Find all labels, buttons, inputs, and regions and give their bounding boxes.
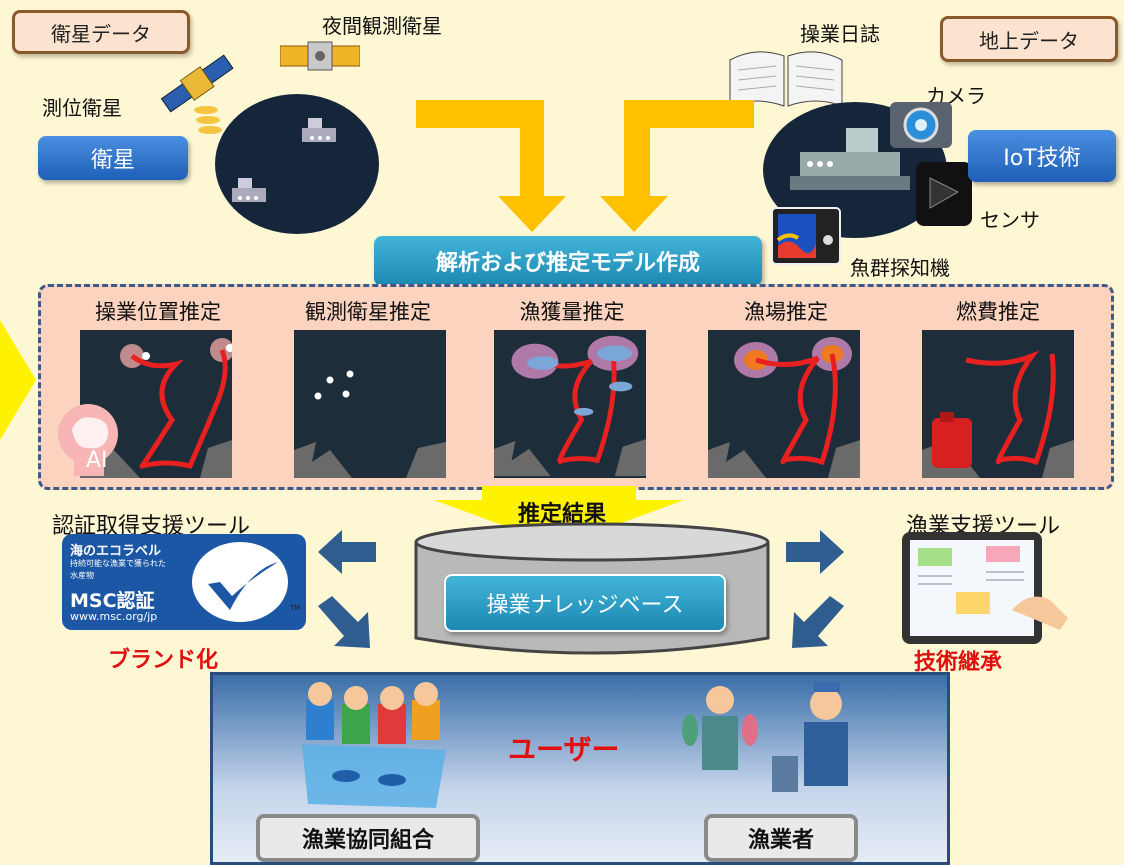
data-flow-arrows [416,100,754,232]
fishermen-illustration [682,682,848,792]
fisherman-button[interactable]: 漁業者 [704,814,858,862]
camera-icon [890,102,952,148]
night-view-image [215,94,379,234]
estimate-title-catch: 漁獲量推定 [519,300,625,324]
positioning-satellite-label: 測位衛星 [42,96,122,120]
analysis-button[interactable]: 解析および推定モデル作成 [374,236,762,286]
fish-finder-label: 魚群探知機 [850,256,950,280]
branding-label: ブランド化 [108,648,219,673]
satellite-estimate-panel [294,330,446,478]
estimate-title-fuel: 燃費推定 [956,300,1040,324]
coop-button[interactable]: 漁業協同組合 [256,814,480,862]
fuel-estimate-panel [922,330,1074,478]
knowledge-base-button[interactable]: 操業ナレッジベース [444,574,726,632]
msc-logo: 海のエコラベル 持続可能な漁業で獲られた 水産物 MSC認証 www.msc.o… [62,534,306,630]
arrow-down-left [318,596,370,648]
estimate-title-satellite: 観測衛星推定 [305,300,431,324]
ground-data-tag-label: 地上データ [979,28,1079,53]
msc-cert-text: MSC認証 [70,590,155,612]
satellite-button-label: 衛星 [90,148,135,173]
tech-transfer-label: 技術継承 [914,650,1003,675]
satellite-button[interactable]: 衛星 [38,136,188,180]
tablet-icon [902,532,1068,644]
estimate-title-position: 操業位置推定 [95,300,221,324]
analysis-button-label: 解析および推定モデル作成 [435,251,700,276]
arrow-down-right [792,596,844,648]
msc-logo-line2: 持続可能な漁業で獲られた [70,559,166,568]
msc-url-text: www.msc.org/jp [70,610,158,623]
catch-estimate-panel [494,330,646,478]
sensor-icon [916,162,972,226]
fish-finder-icon [771,207,841,265]
positioning-satellite-icon [160,54,234,134]
fishing-ground-estimate-panel [708,330,860,478]
logbook-label: 操業日誌 [800,22,880,46]
logbook-icon [729,51,843,107]
sensor-label: センサ [980,208,1040,232]
arrow-left-to-cert [318,530,376,574]
ai-brain-icon [58,404,118,476]
night-satellite-icon [280,41,360,71]
msc-logo-line1: 海のエコラベル [70,544,162,559]
satellite-data-tag: 衛星データ [12,10,190,54]
msc-fish-check-icon [192,542,288,622]
satellite-data-tag-label: 衛星データ [51,21,151,46]
ai-label: AI [86,448,108,473]
ground-data-tag: 地上データ [940,16,1118,62]
estimate-title-ground: 漁場推定 [744,300,828,324]
iot-button[interactable]: IoT技術 [968,130,1116,182]
coop-people-illustration [302,682,446,808]
fisherman-button-label: 漁業者 [747,828,814,853]
users-title: ユーザー [508,733,620,766]
iot-button-label: IoT技術 [1003,146,1081,171]
arrow-right-to-tool [786,530,844,574]
left-edge-arrow [0,320,36,440]
knowledge-base-label: 操業ナレッジベース [486,593,684,618]
night-satellite-label: 夜間観測衛星 [322,14,442,38]
coop-button-label: 漁業協同組合 [301,828,434,853]
msc-tm-text: TM [290,604,301,612]
msc-logo-line3: 水産物 [70,571,94,580]
result-arrow [434,486,684,546]
